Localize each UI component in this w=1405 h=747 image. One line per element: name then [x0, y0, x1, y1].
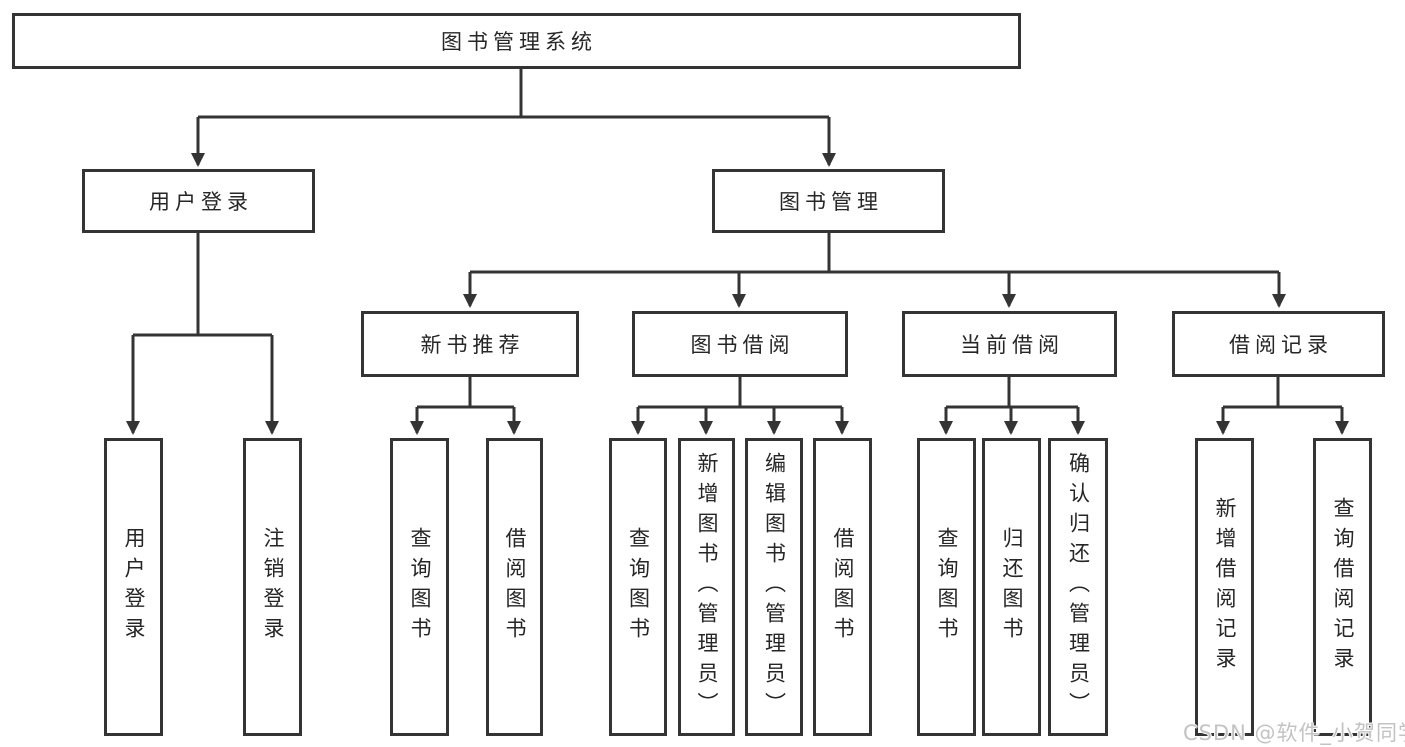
leaf-user-login: 用户登录 [104, 438, 163, 736]
node-root: 图书管理系统 [12, 13, 1021, 69]
connector-root-branch [198, 69, 829, 119]
leaf-logout: 注销登录 [243, 438, 302, 736]
node-new-book-recommend: 新书推荐 [361, 311, 579, 377]
leaf-edit-book-admin: 编辑图书（管理员） [745, 438, 803, 736]
leaf-add-borrow-record: 新增借阅记录 [1195, 438, 1254, 736]
connector-book-borrow-branch [638, 377, 842, 409]
leaf-query-books-current: 查询图书 [917, 438, 976, 736]
leaf-borrow-books-module: 借阅图书 [813, 438, 872, 736]
node-book-management: 图书管理 [712, 169, 945, 233]
node-borrow-records: 借阅记录 [1172, 311, 1385, 377]
leaf-add-book-admin: 新增图书（管理员） [678, 438, 735, 736]
connector-current-borrow-branch [946, 377, 1078, 409]
node-user-login: 用户登录 [82, 169, 315, 233]
leaf-return-book: 归还图书 [982, 438, 1041, 736]
node-book-borrow: 图书借阅 [632, 311, 848, 377]
watermark: CSDN @软件_小贺同学 [1183, 721, 1405, 745]
leaf-query-books-recommend: 查询图书 [390, 438, 449, 736]
leaf-query-books-borrow: 查询图书 [609, 438, 667, 736]
leaf-borrow-books-recommend: 借阅图书 [486, 438, 543, 736]
leaf-query-borrow-record: 查询借阅记录 [1313, 438, 1372, 736]
connector-borrow-records-branch [1223, 377, 1342, 409]
connector-book-management-branch [470, 233, 1279, 274]
connector-new-book-branch [417, 377, 514, 409]
node-current-borrow: 当前借阅 [902, 311, 1117, 377]
connector-user-login-branch [133, 233, 272, 337]
leaf-confirm-return-admin: 确认归还（管理员） [1048, 438, 1108, 736]
